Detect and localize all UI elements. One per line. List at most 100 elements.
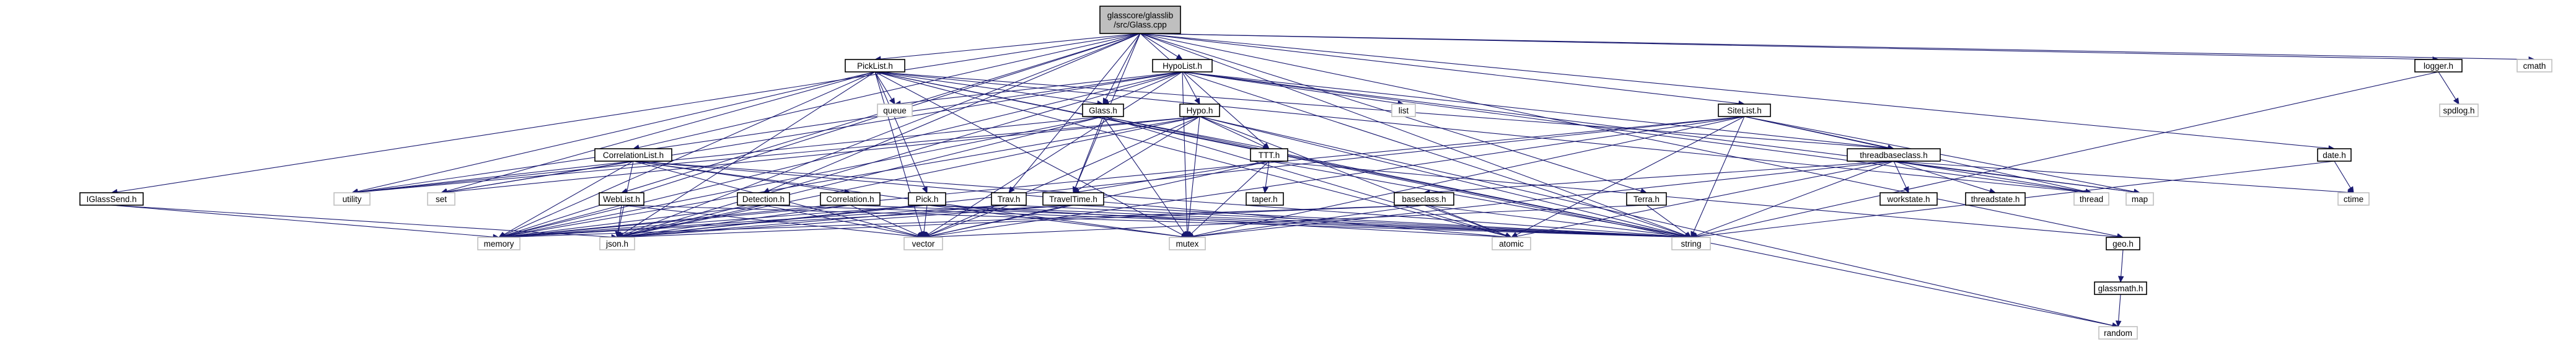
node-label: taper.h (1252, 195, 1277, 204)
node-root[interactable]: glasscore/glasslib/src/Glass.cpp (1099, 6, 1181, 34)
node-baseclass[interactable]: baseclass.h (1394, 192, 1454, 206)
edge-weblist-to-json (615, 205, 622, 239)
node-label: threadstate.h (1971, 195, 2020, 204)
node-thread: thread (2073, 192, 2109, 206)
edge-picklist-to-queue (874, 71, 895, 105)
edge-hypo-to-ttt (1199, 116, 1270, 149)
node-label: SiteList.h (1727, 106, 1762, 115)
node-terra[interactable]: Terra.h (1626, 192, 1667, 206)
node-label: atomic (1499, 239, 1524, 249)
edge-pick-to-atomic (926, 205, 1513, 240)
node-label: logger.h (2424, 61, 2453, 71)
edge-root-to-picklist (874, 33, 1141, 62)
node-label: utility (343, 195, 362, 204)
node-vector: vector (903, 237, 943, 250)
node-label: Terra.h (1633, 195, 1659, 204)
edge-terra-to-string (1646, 205, 1692, 238)
node-label: set (436, 195, 447, 204)
node-corrlist[interactable]: CorrelationList.h (594, 148, 672, 162)
node-label: TTT.h (1259, 151, 1280, 160)
node-traveltime[interactable]: TravelTime.h (1042, 192, 1104, 206)
node-label: Hypo.h (1187, 106, 1213, 115)
node-label: thread (2080, 195, 2103, 204)
nodes-layer: glasscore/glasslib/src/Glass.cppPickList… (79, 6, 2552, 340)
edge-tbc-to-map (1893, 161, 2141, 195)
node-label: list (1399, 106, 1409, 115)
edge-root-to-iglasssend (110, 33, 1141, 195)
node-queue: queue (877, 104, 913, 117)
node-workstate[interactable]: workstate.h (1879, 192, 1938, 206)
edge-hypolist-to-hypo (1182, 71, 1200, 105)
node-label: Correlation.h (826, 195, 874, 204)
node-label: workstate.h (1886, 195, 1930, 204)
edge-root-to-sitelist (1140, 33, 1746, 107)
node-trav[interactable]: Trav.h (991, 192, 1027, 206)
node-label: json.h (605, 239, 628, 249)
node-label: CorrelationList.h (603, 151, 664, 160)
node-label: cmath (2523, 61, 2546, 71)
node-detection[interactable]: Detection.h (737, 192, 790, 206)
node-taper[interactable]: taper.h (1246, 192, 1284, 206)
node-picklist[interactable]: PickList.h (845, 59, 905, 73)
edge-pick-to-vector (921, 205, 928, 239)
node-label: map (2132, 195, 2148, 204)
edge-iglasssend-to-memory (111, 205, 500, 240)
node-json: json.h (599, 237, 635, 250)
node-correlation[interactable]: Correlation.h (820, 192, 881, 206)
node-hypolist[interactable]: HypoList.h (1152, 59, 1213, 73)
node-label: /src/Glass.cpp (1114, 20, 1167, 30)
node-atomic: atomic (1492, 237, 1531, 250)
edge-glassmath-to-random (2115, 294, 2122, 328)
node-mutex: mutex (1169, 237, 1206, 250)
node-glassmath[interactable]: glassmath.h (2094, 281, 2147, 295)
edge-pick-to-memory (498, 205, 928, 240)
node-label: glasscore/glasslib (1107, 11, 1174, 20)
edge-hypo-to-traveltime (1072, 116, 1200, 193)
edge-sitelist-to-string (1690, 116, 1745, 239)
node-tbc[interactable]: threadbaseclass.h (1847, 148, 1941, 162)
edge-picklist-to-pick (874, 71, 928, 194)
node-geo[interactable]: geo.h (2106, 237, 2140, 250)
edge-sitelist-to-json (616, 116, 1745, 240)
node-label: spdlog.h (2443, 106, 2474, 115)
edge-root-to-ttt (1140, 33, 1270, 149)
node-label: queue (883, 106, 907, 115)
edge-pick-to-mutex (926, 205, 1189, 240)
edge-sitelist-to-map (1744, 116, 2141, 195)
node-label: geo.h (2112, 239, 2134, 249)
node-label: glassmath.h (2098, 284, 2143, 293)
edge-hypo-to-vector (922, 116, 1200, 238)
node-weblist[interactable]: WebList.h (599, 192, 644, 206)
node-label: HypoList.h (1163, 61, 1202, 71)
node-ttt[interactable]: TTT.h (1250, 148, 1288, 162)
edge-hypolist-to-queue (894, 71, 1183, 107)
edge-hypolist-to-map (1182, 71, 2141, 195)
node-utility: utility (333, 192, 371, 206)
node-label: random (2104, 328, 2132, 338)
node-sitelist[interactable]: SiteList.h (1718, 104, 1771, 117)
node-label: memory (484, 239, 514, 249)
node-date[interactable]: date.h (2317, 148, 2352, 162)
node-memory: memory (477, 237, 521, 250)
edge-hypo-to-utility (351, 116, 1200, 195)
node-hypo[interactable]: Hypo.h (1179, 104, 1220, 117)
edge-ttt-to-taper (1262, 161, 1270, 194)
node-label: mutex (1176, 239, 1199, 249)
node-string: string (1671, 237, 1711, 250)
node-label: date.h (2323, 151, 2346, 160)
node-threadstate[interactable]: threadstate.h (1965, 192, 2026, 206)
node-iglasssend[interactable]: IGlassSend.h (79, 192, 144, 206)
edge-tbc-to-workstate (1893, 161, 1909, 194)
node-label: ctime (2344, 195, 2363, 204)
node-pick[interactable]: Pick.h (908, 192, 946, 206)
node-label: Pick.h (916, 195, 939, 204)
node-label: threadbaseclass.h (1860, 151, 1928, 160)
node-logger[interactable]: logger.h (2414, 59, 2463, 73)
node-label: Detection.h (742, 195, 785, 204)
edge-hypolist-to-thread (1182, 71, 2093, 195)
node-cmath: cmath (2517, 59, 2552, 73)
node-glass[interactable]: Glass.h (1082, 104, 1124, 117)
edges-layer (110, 33, 2536, 328)
node-spdlog: spdlog.h (2439, 104, 2479, 117)
